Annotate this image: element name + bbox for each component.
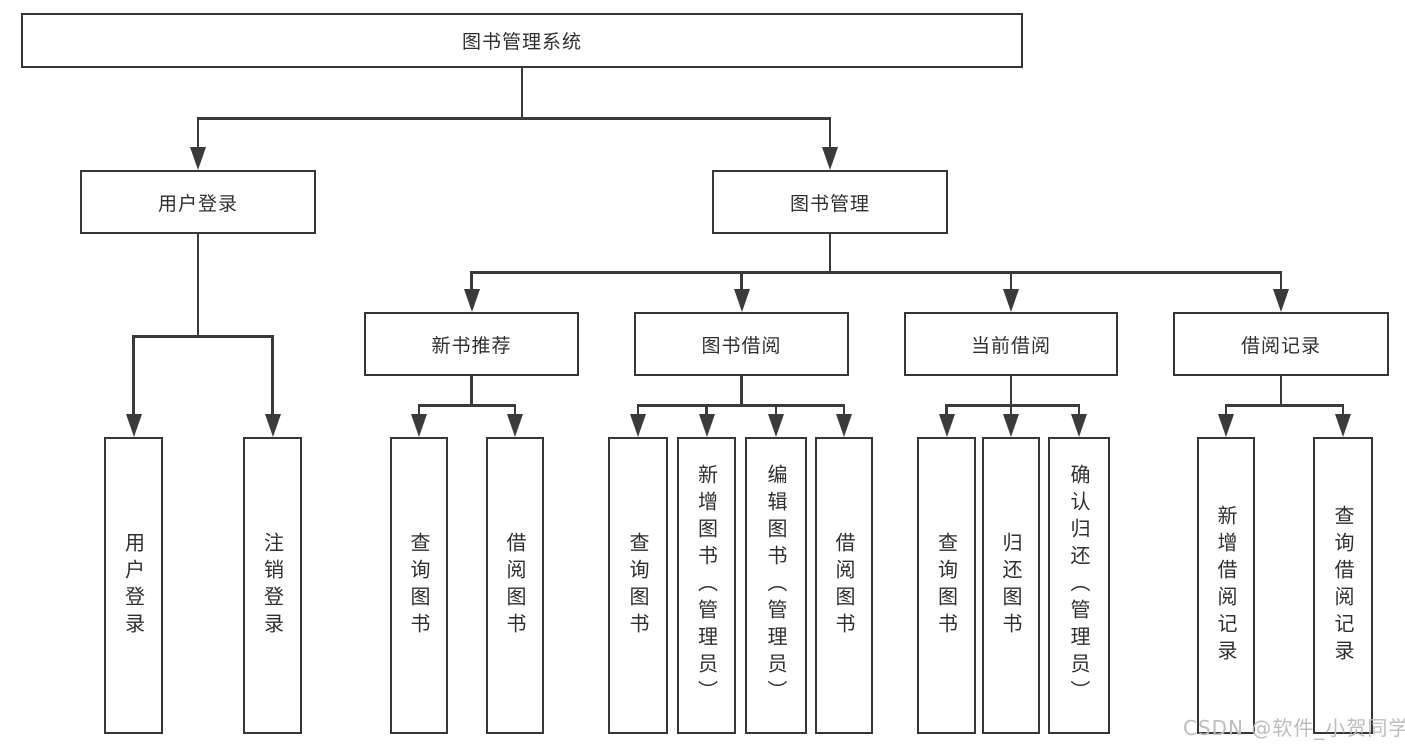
arrow-down-icon — [1335, 414, 1351, 437]
connector-line — [196, 117, 200, 153]
arrow-down-icon — [698, 414, 715, 437]
connector-line — [828, 234, 832, 273]
connector-line — [705, 404, 708, 419]
connector-line — [470, 271, 473, 293]
connector-line — [417, 404, 421, 419]
connector-line — [1279, 271, 1283, 293]
leaf-query-book-recommend: 查询图书 — [390, 437, 448, 734]
leaf-query-book-borrow: 查询图书 — [608, 437, 668, 734]
connector-line — [774, 404, 778, 419]
leaf-edit-book-admin: 编辑图书（管理员） — [745, 437, 807, 734]
leaf-add-book-admin: 新增图书（管理员） — [677, 437, 736, 734]
leaf-borrow-book: 借阅图书 — [815, 437, 873, 734]
connector-line — [132, 335, 135, 419]
connector-line — [470, 271, 1282, 274]
connector-line — [828, 117, 832, 153]
node-book-management: 图书管理 — [712, 170, 948, 234]
arrow-down-icon — [836, 414, 852, 437]
connector-line — [740, 376, 743, 405]
connector-line — [636, 404, 640, 419]
leaf-query-borrow-record: 查询借阅记录 — [1313, 437, 1373, 734]
node-new-book-recommend: 新书推荐 — [364, 312, 579, 376]
connector-line — [1009, 376, 1013, 405]
connector-line — [945, 404, 1081, 407]
connector-line — [945, 404, 948, 419]
connector-line — [636, 404, 845, 407]
connector-line — [740, 271, 743, 293]
node-user-login: 用户登录 — [80, 170, 316, 234]
arrow-down-icon — [264, 414, 281, 437]
connector-line — [1009, 271, 1013, 293]
connector-line — [470, 376, 473, 405]
node-current-borrow: 当前借阅 — [904, 312, 1118, 376]
connector-line — [1077, 404, 1081, 419]
leaf-user-login: 用户登录 — [104, 437, 163, 734]
arrow-down-icon — [190, 147, 206, 170]
arrow-down-icon — [1273, 289, 1289, 312]
leaf-return-book: 归还图书 — [982, 437, 1040, 734]
connector-line — [1341, 404, 1345, 419]
csdn-watermark: CSDN @软件_小贺同学 — [1183, 716, 1405, 740]
arrow-down-icon — [1003, 289, 1019, 312]
leaf-confirm-return-admin: 确认归还（管理员） — [1048, 437, 1110, 734]
arrow-down-icon — [822, 147, 838, 170]
node-root-library-system: 图书管理系统 — [21, 13, 1023, 68]
connector-line — [520, 68, 524, 118]
leaf-borrow-book-recommend: 借阅图书 — [486, 437, 544, 734]
connector-line — [132, 335, 274, 338]
arrow-down-icon — [733, 289, 750, 312]
arrow-down-icon — [1071, 414, 1087, 437]
connector-line — [1009, 404, 1013, 419]
connector-line — [1224, 404, 1344, 407]
connector-line — [197, 117, 831, 120]
connector-line — [196, 234, 200, 336]
leaf-query-book-current: 查询图书 — [917, 437, 976, 734]
connector-line — [513, 404, 517, 419]
connector-line — [1279, 376, 1283, 405]
connector-line — [271, 335, 274, 419]
node-book-borrow: 图书借阅 — [634, 312, 849, 376]
arrow-down-icon — [630, 414, 646, 437]
node-borrow-record: 借阅记录 — [1173, 312, 1389, 376]
connector-line — [1224, 404, 1228, 419]
arrow-down-icon — [125, 414, 142, 437]
arrow-down-icon — [1218, 414, 1234, 437]
arrow-down-icon — [1003, 414, 1019, 437]
arrow-down-icon — [768, 414, 784, 437]
arrow-down-icon — [463, 289, 480, 312]
connector-line — [417, 404, 516, 407]
connector-line — [842, 404, 846, 419]
arrow-down-icon — [411, 414, 427, 437]
leaf-add-borrow-record: 新增借阅记录 — [1197, 437, 1255, 734]
arrow-down-icon — [938, 414, 955, 437]
arrow-down-icon — [507, 414, 523, 437]
leaf-logout: 注销登录 — [243, 437, 302, 734]
